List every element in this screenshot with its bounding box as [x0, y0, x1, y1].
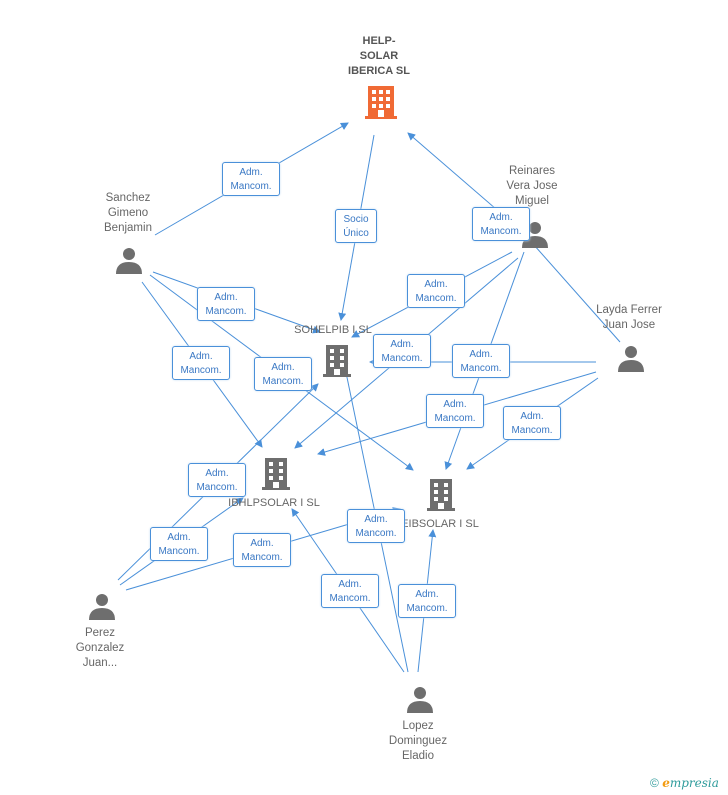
person-reinares-label[interactable]: Reinares Vera Jose Miguel	[506, 165, 558, 207]
role-badge[interactable]: Adm.Mancom.	[472, 207, 530, 241]
ibhlpsolar-label[interactable]: IBHLPSOLAR I SL	[228, 497, 320, 509]
person-perez-label[interactable]: Perez Gonzalez Juan...	[75, 627, 125, 669]
person-lopez-icon[interactable]	[406, 685, 434, 713]
role-badge[interactable]: Adm.Mancom.	[321, 574, 379, 608]
role-badge[interactable]: Adm.Mancom.	[407, 274, 465, 308]
sohelpib-label[interactable]: SOHELPIB I SL	[294, 324, 372, 336]
main-company-building-icon[interactable]	[365, 84, 397, 120]
role-badge[interactable]: Adm.Mancom.	[398, 584, 456, 618]
footer-brand: © empresia	[650, 776, 719, 790]
eibsolar-label[interactable]: EIBSOLAR I SL	[401, 518, 479, 530]
copyright-symbol: ©	[650, 776, 659, 790]
role-badge[interactable]: Adm.Mancom.	[172, 346, 230, 380]
person-sanchez-label[interactable]: Sanchez Gimeno Benjamin	[104, 192, 152, 234]
role-badge[interactable]: Adm.Mancom.	[452, 344, 510, 378]
role-badge[interactable]: Adm.Mancom.	[503, 406, 561, 440]
person-lopez-label[interactable]: Lopez Dominguez Eladio	[388, 720, 448, 762]
sohelpib-building-icon[interactable]	[322, 343, 352, 378]
role-badge[interactable]: Adm.Mancom.	[347, 509, 405, 543]
role-badge[interactable]: Adm.Mancom.	[233, 533, 291, 567]
role-badge[interactable]: Adm.Mancom.	[373, 334, 431, 368]
person-layda-icon[interactable]	[617, 344, 645, 372]
role-badge[interactable]: Adm.Mancom.	[188, 463, 246, 497]
role-badge[interactable]: Adm.Mancom.	[150, 527, 208, 561]
person-perez-icon[interactable]	[88, 592, 116, 620]
main-company-label[interactable]: HELP- SOLAR IBERICA SL	[348, 35, 410, 77]
person-sanchez-icon[interactable]	[115, 246, 143, 274]
ibhlpsolar-building-icon[interactable]	[261, 456, 291, 491]
role-badge[interactable]: Adm.Mancom.	[254, 357, 312, 391]
role-badge[interactable]: Adm.Mancom.	[197, 287, 255, 321]
role-badge[interactable]: Adm.Mancom.	[426, 394, 484, 428]
role-badge[interactable]: Adm.Mancom.	[222, 162, 280, 196]
edge-reinares-layda	[533, 244, 621, 343]
person-layda-label[interactable]: Layda Ferrer Juan Jose	[596, 304, 662, 331]
eibsolar-building-icon[interactable]	[426, 477, 456, 512]
empresia-logo: empresia	[662, 776, 719, 790]
